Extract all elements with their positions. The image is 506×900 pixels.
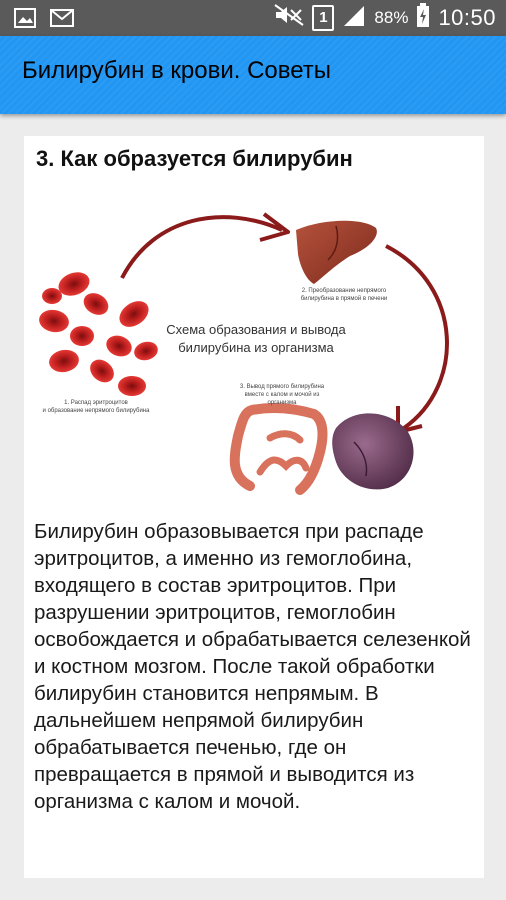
mute-icon bbox=[274, 4, 304, 32]
caption-1-line2: и образование непрямого билирубина bbox=[43, 408, 151, 414]
caption-1-line1: 1. Распад эритроцитов bbox=[64, 400, 128, 406]
section-heading: 3. Как образуется билирубин bbox=[36, 146, 353, 171]
diagram-title-line2: билирубина из организма bbox=[178, 340, 334, 355]
liver-icon bbox=[296, 220, 377, 284]
status-bar: 1 88% 10:50 bbox=[0, 0, 506, 36]
caption-3-line1: 3. Вывод прямого билирубина bbox=[240, 384, 325, 390]
red-blood-cells-icon bbox=[39, 272, 158, 396]
mail-icon bbox=[50, 9, 74, 32]
battery-percent: 88% bbox=[374, 8, 409, 27]
caption-2-line2: билирубина в прямой в печени bbox=[301, 295, 388, 302]
caption-3-line2: вместе с калом и мочой из bbox=[245, 391, 320, 398]
spleen-icon bbox=[332, 413, 414, 490]
image-icon bbox=[14, 8, 36, 33]
bilirubin-diagram: Схема образования и вывода билирубина из… bbox=[24, 196, 484, 508]
battery-charging-icon bbox=[416, 3, 430, 33]
caption-3-line3: организма bbox=[268, 400, 298, 406]
arrow-to-spleen-icon bbox=[385, 244, 449, 430]
article-body: Билирубин образовывается при распаде эри… bbox=[34, 520, 471, 813]
arrow-to-liver-icon bbox=[120, 215, 283, 279]
intestine-icon bbox=[229, 402, 328, 495]
diagram-title-line1: Схема образования и вывода bbox=[166, 322, 346, 337]
clock: 10:50 bbox=[438, 5, 496, 30]
signal-icon bbox=[342, 4, 366, 32]
sim-badge: 1 bbox=[312, 5, 335, 31]
content-card[interactable]: 3. Как образуется билирубин bbox=[24, 136, 484, 878]
caption-2-line1: 2. Преобразование непрямого bbox=[302, 288, 387, 294]
app-title: Билирубин в крови. Советы bbox=[22, 57, 332, 84]
app-bar: Билирубин в крови. Советы bbox=[0, 36, 506, 114]
